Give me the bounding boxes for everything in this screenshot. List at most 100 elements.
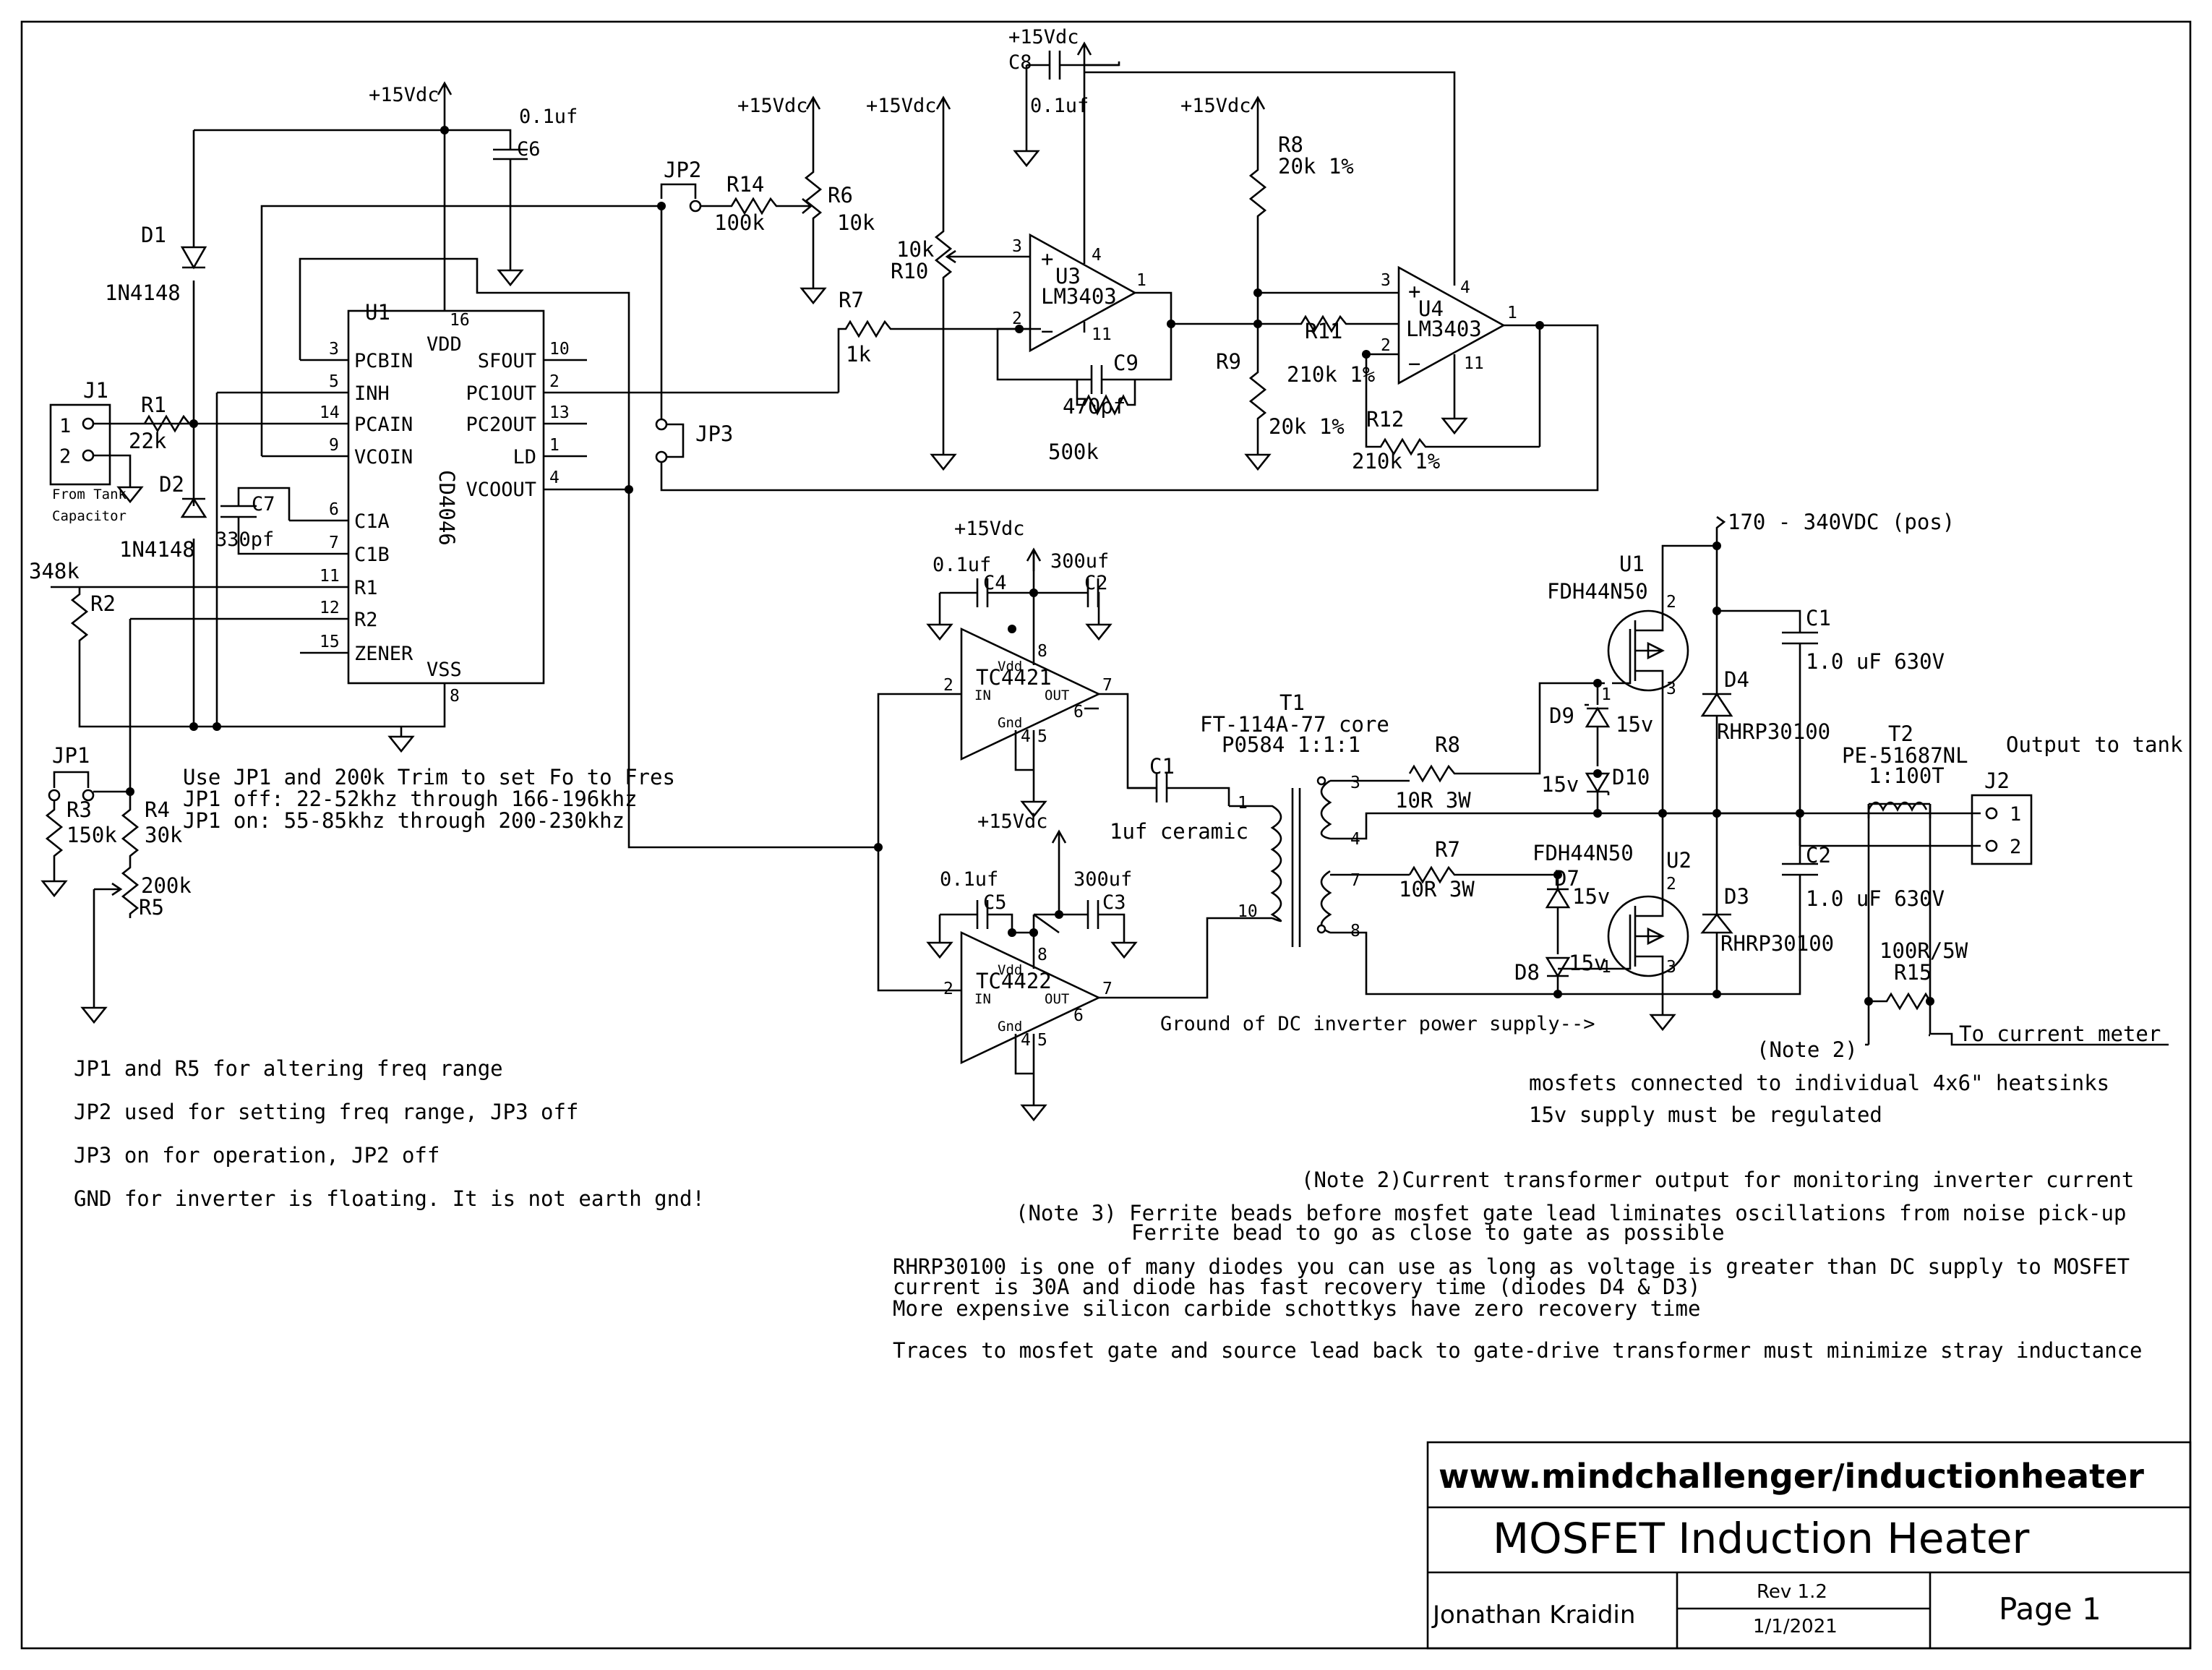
- svg-text:300uf: 300uf: [1073, 868, 1132, 891]
- svg-text:2: 2: [1666, 875, 1676, 894]
- svg-text:Ferrite bead to go as close to: Ferrite bead to go as close to gate as p…: [1131, 1220, 1725, 1245]
- sheet-border: [20, 20, 2192, 1650]
- r7-1k: R7 1k: [837, 288, 1041, 393]
- svg-text:R2: R2: [90, 591, 116, 616]
- svg-text:100R/5W: 100R/5W: [1879, 938, 1968, 963]
- svg-text:JP1: JP1: [52, 743, 90, 768]
- title-page: Page 1: [1999, 1591, 2101, 1627]
- svg-text:3: 3: [1666, 958, 1676, 977]
- svg-text:ZENER: ZENER: [354, 643, 413, 665]
- svg-text:JP3 on for operation, JP2 off: JP3 on for operation, JP2 off: [74, 1143, 440, 1168]
- svg-text:U1: U1: [365, 300, 390, 325]
- svg-text:14: 14: [320, 403, 340, 422]
- svg-text:−: −: [1041, 319, 1053, 343]
- svg-text:SFOUT: SFOUT: [478, 350, 536, 372]
- svg-text:15v: 15v: [1572, 884, 1610, 909]
- svg-text:LM3403: LM3403: [1041, 284, 1117, 309]
- svg-text:R11: R11: [1305, 319, 1342, 343]
- svg-text:R2: R2: [354, 609, 378, 631]
- svg-text:11: 11: [320, 567, 340, 586]
- svg-text:100k: 100k: [714, 210, 765, 235]
- svg-text:1N4148: 1N4148: [105, 281, 181, 305]
- svg-text:RHRP30100: RHRP30100: [1717, 719, 1830, 744]
- svg-text:JP2: JP2: [664, 158, 701, 182]
- svg-text:IN: IN: [974, 991, 991, 1007]
- svg-text:TC4422: TC4422: [976, 969, 1052, 993]
- svg-text:7: 7: [1350, 871, 1360, 890]
- svg-text:LM3403: LM3403: [1406, 317, 1482, 341]
- c8: +15Vdc C8 0.1uf: [1008, 26, 1456, 286]
- svg-text:15: 15: [320, 633, 340, 651]
- mosfet-u2: U2 FDH44N50 1 2 3: [1532, 813, 1692, 994]
- svg-text:PC2OUT: PC2OUT: [466, 414, 536, 436]
- svg-text:5: 5: [329, 372, 339, 391]
- svg-text:8: 8: [450, 687, 460, 706]
- svg-text:J1: J1: [83, 378, 108, 403]
- svg-text:JP1 and R5 for altering freq r: JP1 and R5 for altering freq range: [74, 1056, 503, 1081]
- hv-supply-label: 170 - 340VDC (pos): [1728, 510, 1955, 534]
- svg-text:4: 4: [1021, 727, 1031, 746]
- svg-text:Gnd: Gnd: [998, 1019, 1022, 1035]
- svg-text:+: +: [1041, 247, 1053, 271]
- r8-gate: R8 10R 3W: [1395, 682, 1605, 813]
- svg-text:FDH44N50: FDH44N50: [1547, 579, 1648, 604]
- svg-text:R1: R1: [354, 577, 378, 599]
- svg-text:R15: R15: [1894, 960, 1932, 985]
- svg-text:1.0 uF 630V: 1.0 uF 630V: [1806, 886, 1945, 911]
- svg-text:348k: 348k: [29, 559, 80, 583]
- svg-text:−: −: [1408, 351, 1420, 376]
- svg-text:(Note 2)Current transformer ou: (Note 2)Current transformer output for m…: [1301, 1168, 2134, 1192]
- svg-text:3: 3: [1666, 680, 1676, 698]
- title-author: Jonathan Kraidin: [1431, 1601, 1635, 1630]
- svg-text:R7: R7: [1435, 837, 1460, 862]
- svg-text:R8: R8: [1278, 132, 1303, 157]
- r2: 348k R2: [29, 559, 446, 728]
- zener-d7-d8: D7 15v D8 15v: [1514, 866, 1612, 998]
- bottom-notes: (Note 2)Current transformer output for m…: [893, 1168, 2143, 1363]
- svg-text:8: 8: [1350, 922, 1360, 941]
- svg-text:1: 1: [549, 436, 560, 455]
- svg-text:1: 1: [1238, 794, 1248, 813]
- svg-text:FT-114A-77 core: FT-114A-77 core: [1200, 712, 1389, 737]
- svg-text:PC1OUT: PC1OUT: [466, 382, 536, 405]
- svg-text:R10: R10: [891, 259, 928, 283]
- svg-text:U3: U3: [1055, 264, 1081, 288]
- svg-text:VCOOUT: VCOOUT: [466, 479, 536, 501]
- svg-text:4: 4: [1021, 1031, 1031, 1050]
- svg-text:1N4148: 1N4148: [119, 537, 195, 562]
- svg-text:9: 9: [329, 436, 339, 455]
- svg-text:C1B: C1B: [354, 544, 390, 566]
- svg-text:10k: 10k: [896, 237, 935, 262]
- r10: +15Vdc 10k R10: [866, 95, 1030, 471]
- svg-text:R6: R6: [828, 183, 853, 207]
- svg-text:D1: D1: [141, 223, 166, 247]
- svg-text:11: 11: [1464, 354, 1484, 373]
- svg-text:OUT: OUT: [1045, 991, 1069, 1007]
- svg-text:+15Vdc: +15Vdc: [977, 810, 1048, 833]
- svg-text:C5: C5: [983, 891, 1007, 914]
- svg-text:LD: LD: [513, 446, 536, 468]
- svg-text:From Tank: From Tank: [52, 487, 127, 502]
- svg-text:3: 3: [1012, 237, 1022, 256]
- svg-text:current is 30A and diode has f: current is 30A and diode has fast recove…: [893, 1275, 1700, 1299]
- svg-text:D8: D8: [1514, 960, 1540, 985]
- svg-text:D10: D10: [1612, 765, 1650, 789]
- svg-text:12: 12: [320, 599, 340, 617]
- svg-text:+15Vdc: +15Vdc: [954, 518, 1025, 540]
- title-block: www.mindchallenger/inductionheater MOSFE…: [1426, 1441, 2192, 1650]
- svg-text:7: 7: [329, 534, 339, 552]
- c6: 0.1uf C6: [445, 106, 578, 286]
- svg-text:PCBIN: PCBIN: [354, 350, 413, 372]
- svg-text:C8: C8: [1008, 51, 1032, 74]
- svg-text:U1: U1: [1619, 552, 1645, 576]
- svg-text:0.1uf: 0.1uf: [1030, 95, 1089, 117]
- svg-text:3: 3: [1381, 271, 1391, 290]
- left-notes: JP1 and R5 for altering freq range JP2 u…: [74, 1056, 705, 1211]
- svg-text:R9: R9: [1216, 349, 1241, 374]
- u1-supply-label: +15Vdc: [369, 84, 440, 106]
- svg-text:PCAIN: PCAIN: [354, 414, 413, 436]
- svg-text:JP2 used for setting freq rang: JP2 used for setting freq range, JP3 off: [74, 1100, 578, 1124]
- svg-text:4: 4: [1092, 246, 1102, 265]
- svg-text:R7: R7: [839, 288, 864, 312]
